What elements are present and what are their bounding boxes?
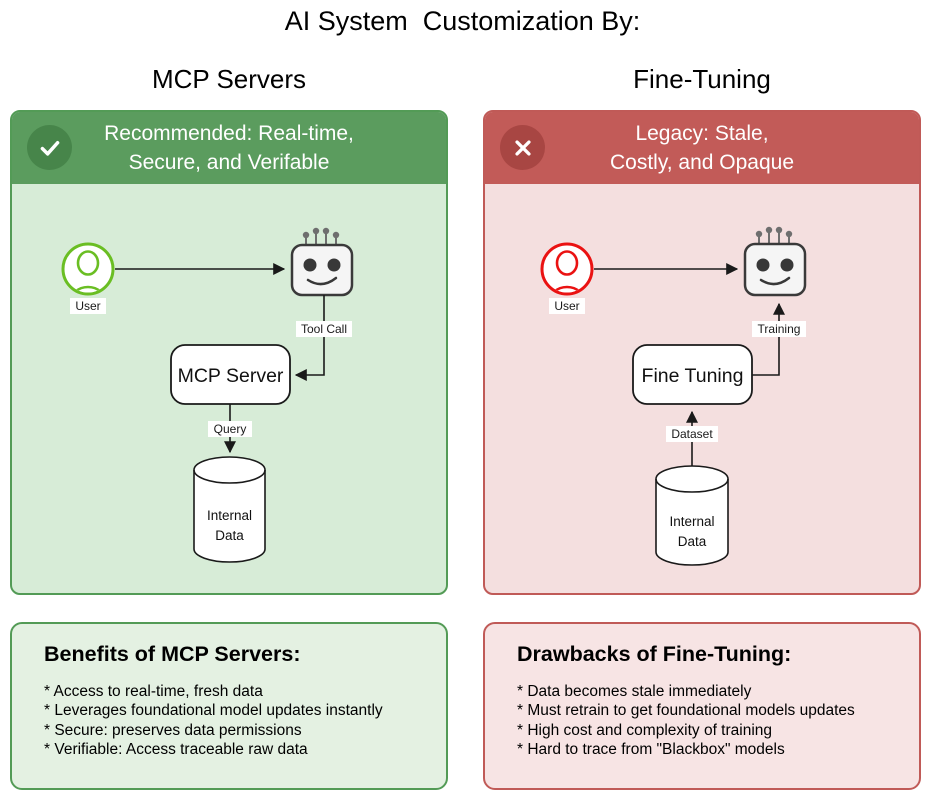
drawbacks-box: Drawbacks of Fine-Tuning: * Data becomes… <box>483 622 921 790</box>
left-column-title: MCP Servers <box>151 64 307 94</box>
mcp-panel-header: Recommended: Real-time, Secure, and Veri… <box>12 112 446 184</box>
database-icon: Internal Data <box>193 456 266 563</box>
drawback-item: * Hard to trace from "Blackbox" models <box>517 741 785 759</box>
fine-tuning-banner-line1: Legacy: Stale, <box>635 122 769 145</box>
mcp-panel: Recommended: Real-time, Secure, and Veri… <box>10 110 448 595</box>
svg-text:Query: Query <box>214 422 247 436</box>
training-arrow <box>752 302 785 376</box>
benefit-item: * Access to real-time, fresh data <box>44 683 263 700</box>
mcp-banner-text: Recommended: Real-time, Secure, and Veri… <box>12 119 446 177</box>
svg-text:MCP Server: MCP Server <box>178 365 284 387</box>
query-label: Query <box>208 421 252 437</box>
drawback-item: * High cost and complexity of training <box>517 721 773 739</box>
fine-tuning-panel-header: Legacy: Stale, Costly, and Opaque <box>485 112 919 184</box>
checkmark-icon <box>27 125 72 170</box>
svg-text:Internal: Internal <box>207 508 252 523</box>
tool-call-label: Tool Call <box>296 321 352 337</box>
fine-tuning-flow-diagram: User <box>540 226 807 566</box>
page-title: AI System Customization By: <box>284 6 641 36</box>
x-icon <box>500 125 545 170</box>
drawback-item: * Data becomes stale immediately <box>517 683 752 700</box>
drawback-item: * Must retrain to get foundational model… <box>517 702 855 720</box>
mcp-flow-diagram: User <box>61 227 354 563</box>
user-label: User <box>70 298 106 314</box>
right-column-title: Fine-Tuning <box>633 64 771 94</box>
benefit-item: * Leverages foundational model updates i… <box>44 702 383 720</box>
fine-tuning-panel: Legacy: Stale, Costly, and Opaque <box>483 110 921 595</box>
mcp-banner-line2: Secure, and Verifable <box>128 151 330 174</box>
benefits-box: Benefits of MCP Servers: * Access to rea… <box>10 622 448 790</box>
dataset-label: Dataset <box>666 426 718 442</box>
svg-text:Training: Training <box>758 322 801 336</box>
mcp-banner-line1: Recommended: Real-time, <box>104 122 354 145</box>
svg-text:User: User <box>554 299 579 313</box>
svg-text:Dataset: Dataset <box>671 427 713 441</box>
benefit-item: * Verifiable: Access traceable raw data <box>44 741 308 759</box>
benefit-item: * Secure: preserves data permissions <box>44 721 302 739</box>
svg-text:User: User <box>75 299 100 313</box>
database-icon: Internal Data <box>655 465 729 566</box>
drawbacks-title: Drawbacks of Fine-Tuning: <box>517 642 792 666</box>
user-icon <box>61 242 115 296</box>
svg-text:Internal: Internal <box>669 514 714 529</box>
fine-tuning-banner-text: Legacy: Stale, Costly, and Opaque <box>485 119 919 177</box>
robot-icon <box>743 226 807 297</box>
benefits-title: Benefits of MCP Servers: <box>44 642 301 666</box>
user-icon <box>540 242 594 296</box>
fine-tuning-box: Fine Tuning <box>632 344 753 405</box>
robot-icon <box>290 227 354 297</box>
svg-text:Data: Data <box>678 534 707 549</box>
mcp-server-box: MCP Server <box>170 344 291 405</box>
user-label: User <box>549 298 585 314</box>
svg-text:Tool Call: Tool Call <box>301 322 347 336</box>
fine-tuning-banner-line2: Costly, and Opaque <box>609 151 795 174</box>
training-label: Training <box>752 321 806 337</box>
svg-text:Data: Data <box>215 528 244 543</box>
svg-text:Fine Tuning: Fine Tuning <box>642 365 744 387</box>
